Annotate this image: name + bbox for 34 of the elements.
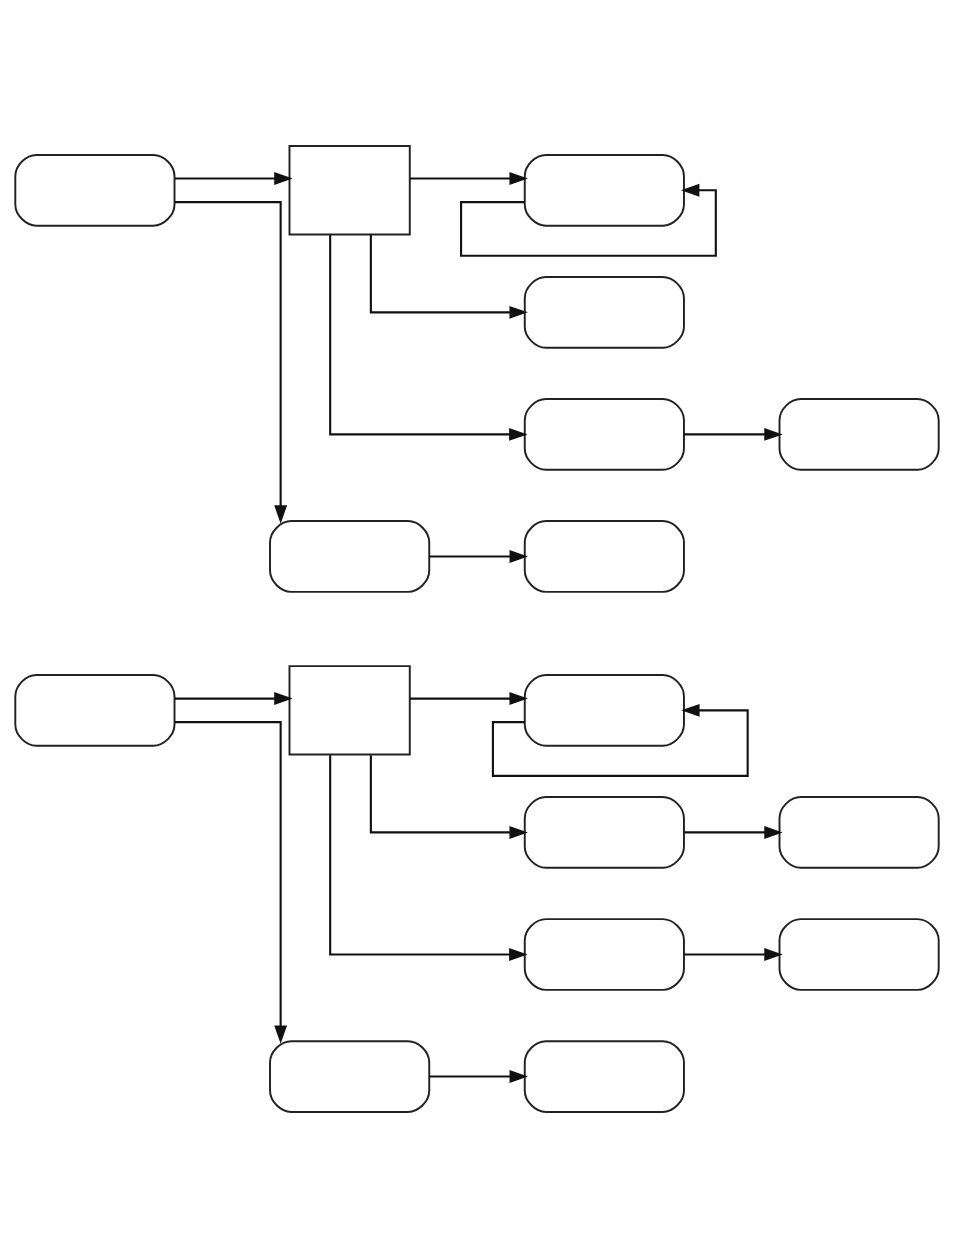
node-oval: [778, 398, 940, 471]
node-oval: [523, 276, 685, 349]
arrow: [410, 172, 528, 185]
node-oval: [523, 520, 685, 593]
node-oval: [14, 674, 176, 747]
node-oval: [523, 398, 685, 471]
node-oval: [523, 674, 685, 747]
arrow: [369, 235, 528, 319]
arrow: [429, 1070, 528, 1083]
arrow: [174, 201, 288, 524]
node-oval: [523, 918, 685, 991]
arrow: [410, 692, 528, 705]
node-oval: [14, 153, 176, 227]
arrow: [174, 721, 288, 1044]
arrow: [369, 755, 528, 839]
arrow: [174, 692, 293, 705]
node-oval: [523, 1040, 685, 1113]
arrow: [684, 826, 783, 839]
arrow: [491, 703, 749, 777]
node-box: [288, 665, 411, 756]
arrow: [460, 183, 717, 257]
node-box: [288, 145, 411, 236]
node-oval: [269, 1040, 431, 1113]
arrow: [174, 172, 293, 185]
node-oval: [778, 796, 940, 869]
node-oval: [778, 918, 940, 991]
arrow: [684, 948, 783, 961]
node-oval: [269, 520, 431, 593]
arrow: [329, 235, 528, 441]
node-oval: [523, 796, 685, 869]
node-oval: [523, 153, 685, 227]
arrow: [684, 427, 783, 441]
arrow: [329, 755, 528, 961]
arrow: [429, 550, 528, 563]
